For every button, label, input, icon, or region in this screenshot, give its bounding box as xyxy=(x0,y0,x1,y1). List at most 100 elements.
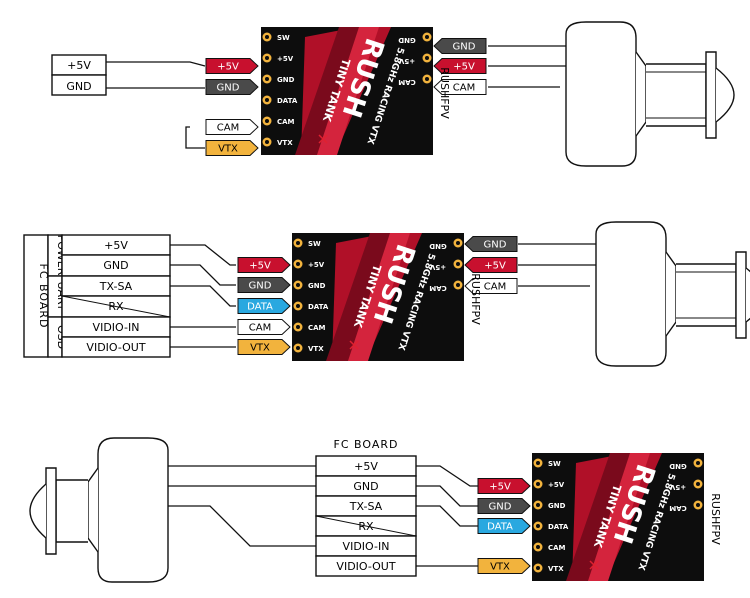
d2-left-tag-0-shape xyxy=(237,257,291,273)
d2-vtx-board-rpin-0: GND xyxy=(429,242,447,250)
d2-right-tag-1: +5V xyxy=(464,257,518,273)
d3-left-tag-2: DATA xyxy=(477,518,531,534)
d2-wire-gnd xyxy=(170,264,236,286)
d2-camera-barrel xyxy=(676,263,737,327)
d2-vtx-board-pin-gnd: GND xyxy=(308,282,326,290)
d1-wire-cam-vtx-loop xyxy=(185,126,205,149)
d2-left-tag-0: +5V xyxy=(237,257,291,273)
d2-right-tag-0-label: GND xyxy=(484,240,507,251)
d2-left-tag-1: GND xyxy=(237,277,291,293)
d1-left-tag-3-shape xyxy=(205,140,259,156)
d1-camera xyxy=(565,21,735,167)
d1-left-tag-3: VTX xyxy=(205,140,259,156)
d3-wire-gnd xyxy=(416,485,478,507)
d1-left-tag-0-label: +5V xyxy=(217,62,239,73)
d2-camera-neck xyxy=(665,251,677,337)
d2-left-tag-2-label: DATA xyxy=(247,302,273,313)
d1-right-tag-0: GND xyxy=(433,38,487,54)
d2-rx-strike xyxy=(61,295,171,318)
d2-right-tag-0-shape xyxy=(464,236,518,252)
d3-vtx-board-pin-gnd: GND xyxy=(548,502,566,510)
d1-vtx-board-rpin-2: CAM xyxy=(398,78,416,86)
d2-right-tag-2-label: CAM xyxy=(484,282,506,293)
d2-row-label-0: +5V xyxy=(104,239,128,252)
d1-vtx-board-pin-data: DATA xyxy=(277,97,298,105)
d3-vtx-board-pin-vtx: VTX xyxy=(548,565,564,573)
d2-camera-lens xyxy=(745,267,750,323)
d2-vtx-board-rpin-1: +5V xyxy=(429,263,446,271)
d3-vtx-board-rpin-1: +5V xyxy=(669,483,686,491)
d3-vtx-board-rpin-0: GND xyxy=(669,462,687,470)
d2-vtx-board-pin-sw: SW xyxy=(308,240,321,248)
d2-row-label-5: VIDIO-OUT xyxy=(86,341,145,354)
d1-right-tag-0-shape xyxy=(433,38,487,54)
d1-vtx-board-rpin-1: +5V xyxy=(398,57,415,65)
d3-camera-body xyxy=(97,437,169,583)
d1-right-tag-2-label: CAM xyxy=(453,83,475,94)
d2-fc-label: FC BOARD xyxy=(37,264,50,329)
d1-left-tag-2-label: CAM xyxy=(217,123,239,134)
d2-right-tag-2: CAM xyxy=(464,278,518,294)
d3-left-tag-0: +5V xyxy=(477,478,531,494)
d2-vtx-board-pin-vtx: VTX xyxy=(308,345,324,353)
d1-power-gnd-label: GND xyxy=(66,80,91,93)
d1-wire-5v xyxy=(105,61,206,67)
d2-wire-5v xyxy=(170,244,236,266)
d3-left-tag-1: GND xyxy=(477,498,531,514)
d1-right-tag-0-label: GND xyxy=(453,42,476,53)
d3-left-tag-2-shape xyxy=(477,518,531,534)
d1-left-tag-2-shape xyxy=(205,119,259,135)
d2-camera xyxy=(595,221,750,367)
d3-wire-5v xyxy=(416,465,478,487)
d3-row-label-1: GND xyxy=(353,480,378,493)
d2-left-tag-2: DATA xyxy=(237,298,291,314)
d3-camera-lens xyxy=(29,483,47,539)
d1-vtx-board-pin-plus5v: +5V xyxy=(277,55,294,63)
d3-vtx-board-pin-cam: CAM xyxy=(548,544,566,552)
d2-vtx-board-rpin-2: CAM xyxy=(429,284,447,292)
d2-left-tag-4: VTX xyxy=(237,339,291,355)
d3-fc-label: FC BOARD xyxy=(334,438,399,451)
d1-right-tag-2: CAM xyxy=(433,79,487,95)
d3-row-label-5: VIDIO-OUT xyxy=(336,560,395,573)
d3-row-label-4: VIDIO-IN xyxy=(343,540,390,553)
d3-left-tag-2-label: DATA xyxy=(487,522,513,533)
d3-left-tag-1-label: GND xyxy=(489,502,512,513)
d3-vtx-board-pin-data: DATA xyxy=(548,523,569,531)
d3-wire-tx xyxy=(416,505,478,527)
d2-left-tag-0-label: +5V xyxy=(249,261,271,272)
d1-left-tag-2: CAM xyxy=(205,119,259,135)
d1-camera-barrel xyxy=(646,63,707,127)
d2-camera-ring xyxy=(735,251,747,339)
d1-left-tag-0: +5V xyxy=(205,58,259,74)
d3-wire-cam-video xyxy=(150,505,316,547)
d2-row-label-1: GND xyxy=(103,259,128,272)
d3-left-tag-3-shape xyxy=(477,558,531,574)
d1-power-gnd-cell xyxy=(51,74,107,96)
d1-camera-body xyxy=(565,21,637,167)
d2-fc-label-cell xyxy=(23,234,49,358)
d3-left-tag-0-shape xyxy=(477,478,531,494)
d1-right-tag-2-shape xyxy=(433,79,487,95)
d3-camera-neck xyxy=(87,467,99,553)
d3-row-label-2: TX-SA xyxy=(349,500,383,513)
d3-row-label-0: +5V xyxy=(354,460,378,473)
d2-right-tag-0: GND xyxy=(464,236,518,252)
d3-left-tag-3: VTX xyxy=(477,558,531,574)
d3-vtx-board-pin-sw: SW xyxy=(548,460,561,468)
d2-left-tag-3-shape xyxy=(237,319,291,335)
d1-vtx-board-pin-cam: CAM xyxy=(277,118,295,126)
d1-left-tag-1-label: GND xyxy=(217,83,240,94)
d2-vtx-board-pin-data: DATA xyxy=(308,303,329,311)
d2-left-tag-1-shape xyxy=(237,277,291,293)
d3-rx-strike xyxy=(315,515,417,537)
d2-left-tag-4-label: VTX xyxy=(250,343,270,354)
d1-right-tag-1-label: +5V xyxy=(453,62,475,73)
d2-right-tag-1-label: +5V xyxy=(484,261,506,272)
d2-left-tag-2-shape xyxy=(237,298,291,314)
d3-camera-ring xyxy=(45,467,57,555)
d1-camera-neck xyxy=(635,51,647,137)
